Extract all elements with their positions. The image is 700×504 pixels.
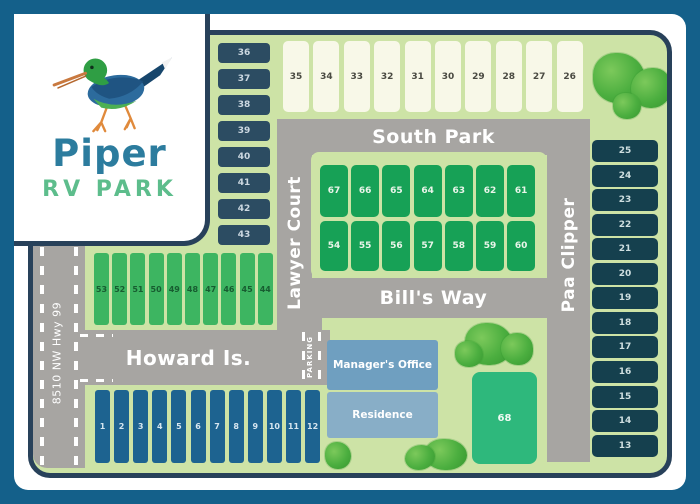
howard-entrance-dash-bottom bbox=[80, 379, 113, 382]
lot-52: 52 bbox=[112, 253, 128, 325]
lot-4: 4 bbox=[152, 390, 168, 463]
lot-54: 54 bbox=[320, 221, 348, 271]
road-bills-way bbox=[277, 278, 590, 318]
lot-65: 65 bbox=[382, 165, 411, 217]
lot-64: 64 bbox=[413, 165, 442, 217]
tree-icon bbox=[613, 93, 641, 119]
lot-6: 6 bbox=[190, 390, 206, 463]
lot-38: 38 bbox=[218, 95, 270, 115]
lot-12: 12 bbox=[305, 390, 321, 463]
logo-title: Piper bbox=[52, 132, 167, 175]
street-label-south-park: South Park bbox=[372, 126, 495, 148]
lot-9: 9 bbox=[247, 390, 263, 463]
lot-67: 67 bbox=[320, 165, 348, 217]
howard-entrance-dash-top bbox=[80, 334, 113, 337]
lot-59: 59 bbox=[476, 221, 504, 271]
lot-36: 36 bbox=[218, 43, 270, 63]
lot-51: 51 bbox=[130, 253, 146, 325]
lot-43: 43 bbox=[218, 225, 270, 245]
lot-56: 56 bbox=[382, 221, 411, 271]
parking-dash-left bbox=[302, 332, 305, 382]
lot-66: 66 bbox=[351, 165, 380, 217]
lot-29: 29 bbox=[465, 41, 492, 112]
lot-33: 33 bbox=[343, 41, 370, 112]
lot-26: 26 bbox=[556, 41, 583, 112]
street-label-bills-way: Bill's Way bbox=[379, 287, 488, 309]
lot-58: 58 bbox=[444, 221, 473, 271]
lot-55: 55 bbox=[351, 221, 380, 271]
lot-10: 10 bbox=[266, 390, 282, 463]
lot-63: 63 bbox=[444, 165, 473, 217]
lot-23: 23 bbox=[592, 189, 658, 212]
parking-dash-right bbox=[318, 332, 321, 382]
lot-17: 17 bbox=[592, 336, 658, 359]
tree-icon bbox=[455, 341, 483, 367]
residence-building: Residence bbox=[327, 392, 438, 438]
lot-11: 11 bbox=[286, 390, 301, 463]
lot-45: 45 bbox=[239, 253, 255, 325]
lot-47: 47 bbox=[203, 253, 219, 325]
lot-5: 5 bbox=[171, 390, 187, 463]
lot-30: 30 bbox=[435, 41, 461, 112]
lot-39: 39 bbox=[218, 121, 270, 141]
lot-27: 27 bbox=[526, 41, 553, 112]
lot-32: 32 bbox=[374, 41, 401, 112]
lot-3: 3 bbox=[133, 390, 149, 463]
lot-61: 61 bbox=[507, 165, 536, 217]
lot-7: 7 bbox=[209, 390, 225, 463]
lot-35: 35 bbox=[283, 41, 309, 112]
lot-40: 40 bbox=[218, 147, 270, 167]
lot-68: 68 bbox=[472, 372, 537, 464]
lot-34: 34 bbox=[313, 41, 340, 112]
lot-8: 8 bbox=[228, 390, 244, 463]
lot-50: 50 bbox=[148, 253, 164, 325]
tree-icon bbox=[325, 442, 351, 469]
logo-card: Piper RV PARK bbox=[14, 14, 210, 246]
lot-20: 20 bbox=[592, 262, 658, 285]
lot-49: 49 bbox=[166, 253, 182, 325]
lot-57: 57 bbox=[413, 221, 442, 271]
tree-icon bbox=[405, 445, 435, 470]
road-parking-strip bbox=[300, 318, 322, 385]
lot-22: 22 bbox=[592, 213, 658, 236]
logo-subtitle: RV PARK bbox=[42, 176, 177, 202]
lot-13: 13 bbox=[592, 434, 658, 457]
lot-31: 31 bbox=[404, 41, 431, 112]
highway-lane-dash-left bbox=[40, 247, 44, 468]
lot-25: 25 bbox=[592, 140, 658, 162]
managers-office-building: Manager's Office bbox=[327, 340, 438, 390]
lot-21: 21 bbox=[592, 238, 658, 261]
lot-62: 62 bbox=[476, 165, 504, 217]
lot-16: 16 bbox=[592, 360, 658, 383]
lot-18: 18 bbox=[592, 311, 658, 334]
lot-14: 14 bbox=[592, 410, 658, 433]
lot-44: 44 bbox=[257, 253, 273, 325]
lot-19: 19 bbox=[592, 287, 658, 310]
road-howard-is bbox=[85, 330, 330, 385]
road-south-park bbox=[277, 119, 590, 155]
lot-15: 15 bbox=[592, 385, 658, 408]
sandpiper-bird-icon bbox=[52, 57, 172, 133]
tree-icon bbox=[501, 333, 533, 365]
lot-28: 28 bbox=[495, 41, 522, 112]
street-label-howard-is: Howard Is. bbox=[125, 345, 252, 370]
lot-37: 37 bbox=[218, 69, 270, 89]
lot-60: 60 bbox=[507, 221, 536, 271]
highway-lane-dash-right bbox=[74, 247, 78, 468]
lot-48: 48 bbox=[185, 253, 200, 325]
lot-24: 24 bbox=[592, 164, 658, 187]
lot-2: 2 bbox=[114, 390, 130, 463]
lot-41: 41 bbox=[218, 173, 270, 193]
lot-46: 46 bbox=[221, 253, 237, 325]
lot-53: 53 bbox=[94, 253, 109, 325]
lot-42: 42 bbox=[218, 199, 270, 219]
lot-1: 1 bbox=[95, 390, 110, 463]
